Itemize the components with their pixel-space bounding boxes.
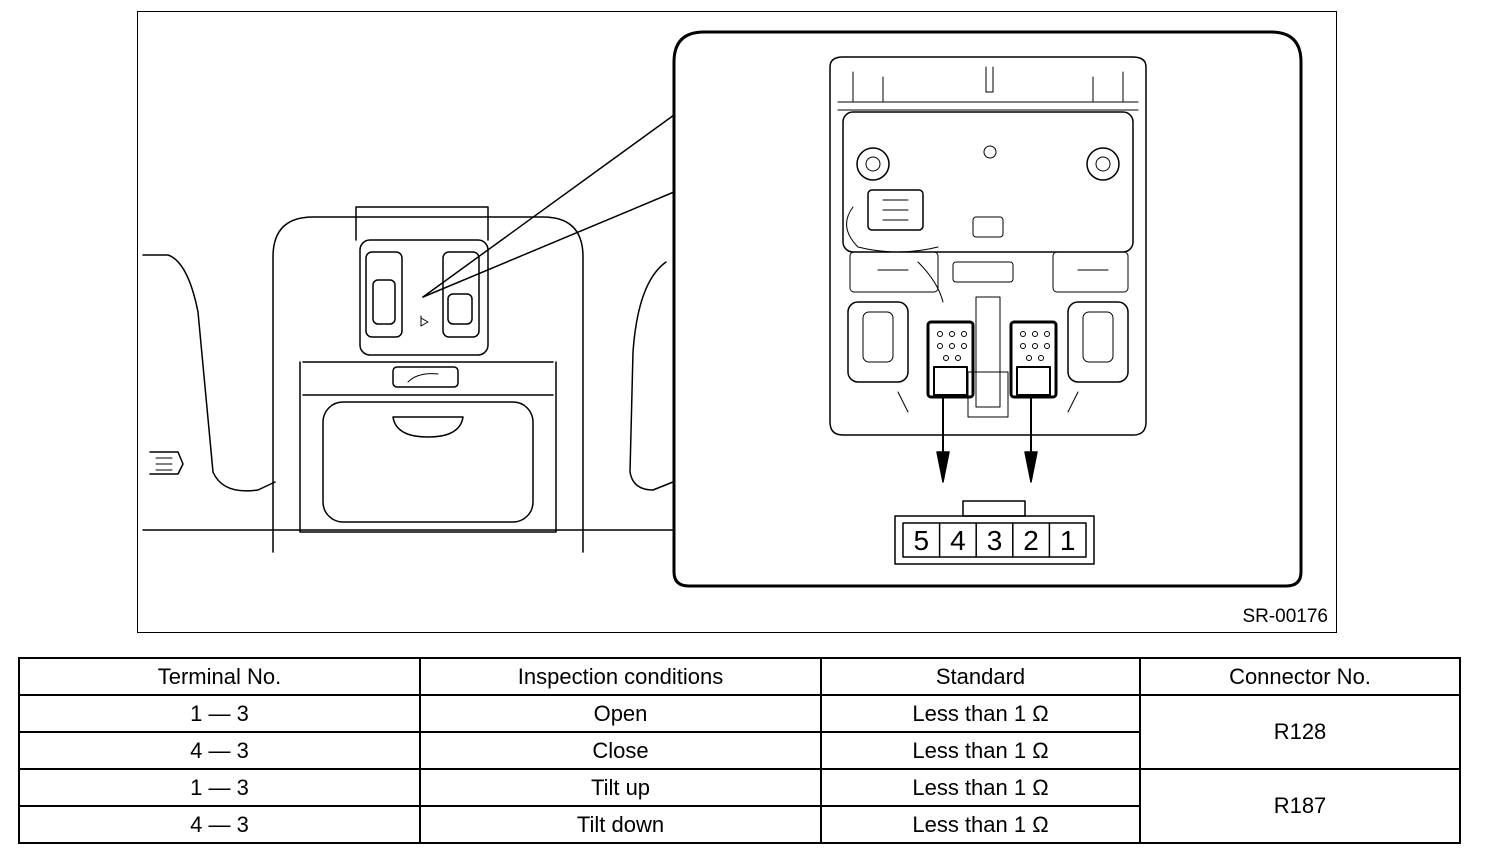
header-standard: Standard xyxy=(820,657,1141,696)
table-row: 4 — 3 Tilt down Less than 1 Ω xyxy=(18,805,1460,844)
sunroof-switch-left xyxy=(365,251,403,338)
leader-line-lower xyxy=(422,191,675,298)
condition-cell: Open xyxy=(419,694,822,733)
terminal-number: 1 xyxy=(1060,525,1076,556)
connector-outline xyxy=(894,515,1095,565)
bin-handle xyxy=(392,416,464,438)
headliner-left-edge xyxy=(142,254,276,492)
header-connector-no: Connector No. xyxy=(1139,657,1461,696)
connector-arrows xyxy=(936,396,1038,483)
arrow-left-head xyxy=(936,451,950,483)
standard-cell: Less than 1 Ω xyxy=(820,731,1141,770)
terminal-number: 4 xyxy=(950,525,966,556)
connector-r187 xyxy=(1009,320,1058,399)
table-header-row: Terminal No. Inspection conditions Stand… xyxy=(18,657,1461,696)
terminal-number: 5 xyxy=(914,525,930,556)
switch-panel xyxy=(359,239,489,356)
connector-cell: R187 xyxy=(1139,768,1461,844)
table-row: 1 — 3 Tilt up Less than 1 Ω R187 xyxy=(18,768,1461,844)
header-inspection-conditions: Inspection conditions xyxy=(419,657,822,696)
condition-cell: Close xyxy=(419,731,822,770)
standard-cell: Less than 1 Ω xyxy=(820,694,1141,733)
terminal-number: 3 xyxy=(987,525,1003,556)
condition-cell: Tilt up xyxy=(419,768,822,807)
table-row: 1 — 3 Open Less than 1 Ω R128 xyxy=(18,694,1461,770)
screw-left xyxy=(856,147,890,181)
terminal-cell: 4 — 3 xyxy=(18,731,421,770)
standard-cell: Less than 1 Ω xyxy=(820,768,1141,807)
lamp-socket-right xyxy=(1067,301,1129,383)
screw-right xyxy=(1086,147,1120,181)
storage-bin xyxy=(322,401,534,523)
map-light-lens xyxy=(392,366,459,388)
lamp-socket-left xyxy=(847,301,909,383)
console-outer xyxy=(272,216,584,553)
side-bracket xyxy=(149,451,184,475)
connector-r128 xyxy=(926,320,975,399)
terminal-cell: 1 — 3 xyxy=(18,768,421,807)
upper-connector xyxy=(867,189,924,231)
sunroof-switch-right xyxy=(442,251,480,338)
standard-cell: Less than 1 Ω xyxy=(820,805,1141,844)
header-terminal-no: Terminal No. xyxy=(18,657,421,696)
leader-line-upper xyxy=(422,114,675,298)
roof-console-overview xyxy=(142,114,675,553)
inspection-table: Terminal No. Inspection conditions Stand… xyxy=(18,657,1461,844)
upper-compartment xyxy=(842,111,1134,253)
module-housing xyxy=(829,56,1147,436)
arrow-right-head xyxy=(1024,451,1038,483)
terminal-number: 2 xyxy=(1023,525,1039,556)
terminal-cell: 1 — 3 xyxy=(18,694,421,733)
figure-id: SR-00176 xyxy=(1242,606,1328,627)
terminal-cell: 4 — 3 xyxy=(18,805,421,844)
headliner-right-edge xyxy=(629,261,674,491)
switch-module xyxy=(829,56,1147,436)
connector-cell: R128 xyxy=(1139,694,1461,770)
inset-frame xyxy=(672,30,1303,588)
table-row: 4 — 3 Close Less than 1 Ω xyxy=(18,731,1460,770)
condition-cell: Tilt down xyxy=(419,805,822,844)
